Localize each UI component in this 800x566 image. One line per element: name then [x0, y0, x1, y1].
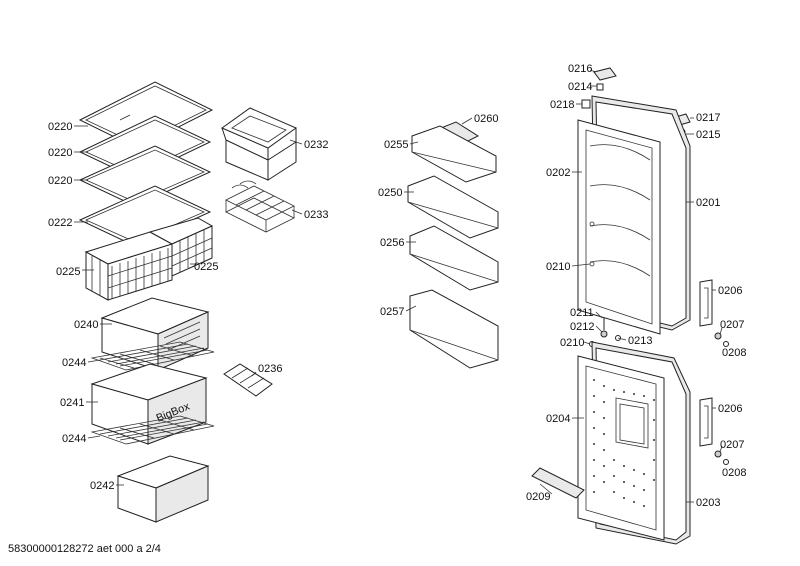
label-0202: 0202 — [546, 167, 570, 179]
label-0218: 0218 — [550, 99, 574, 111]
label-0206-b: 0206 — [718, 403, 742, 415]
door-trim-strip — [531, 467, 585, 499]
label-0211: 0211 — [570, 307, 594, 319]
label-0250: 0250 — [378, 187, 402, 199]
label-0210-a: 0210 — [546, 261, 570, 273]
label-0208-a: 0208 — [722, 347, 746, 359]
door-balcony-0256 — [409, 225, 499, 291]
door-balcony-0255 — [411, 125, 497, 183]
drawer-0242 — [116, 455, 210, 523]
drawer-0240 — [100, 297, 210, 371]
drawer-rail-upper — [90, 341, 215, 371]
screw-upper — [714, 332, 729, 347]
lower-door-gasket — [577, 355, 665, 541]
label-0241: 0241 — [60, 397, 84, 409]
label-0256: 0256 — [380, 237, 404, 249]
label-0225-a: 0225 — [56, 266, 80, 278]
handle-lower — [699, 397, 713, 447]
label-0210-b: 0210 — [560, 337, 584, 349]
leader-lines — [74, 69, 723, 503]
label-0255: 0255 — [384, 139, 408, 151]
screw-lower — [714, 450, 729, 465]
hinge-pin — [596, 83, 604, 91]
label-0236: 0236 — [258, 363, 282, 375]
label-0222: 0222 — [48, 217, 72, 229]
label-0216: 0216 — [568, 63, 592, 75]
part-labels: 0220 0220 0220 0222 0225 0225 0232 0233 … — [48, 63, 746, 509]
glass-shelf-4 — [78, 185, 212, 247]
label-0208-b: 0208 — [722, 467, 746, 479]
label-0244-a: 0244 — [62, 357, 86, 369]
label-0207-b: 0207 — [720, 439, 744, 451]
label-0220-c: 0220 — [48, 175, 72, 187]
label-0220-a: 0220 — [48, 121, 72, 133]
wire-basket-right — [148, 217, 214, 277]
label-0217: 0217 — [696, 112, 720, 124]
label-0220-b: 0220 — [48, 147, 72, 159]
glass-shelf-3 — [78, 145, 212, 207]
label-0207-a: 0207 — [720, 319, 744, 331]
door-balcony-0257 — [409, 289, 499, 369]
label-0260: 0260 — [474, 113, 498, 125]
label-0209: 0209 — [526, 491, 550, 503]
wire-rack — [225, 180, 295, 233]
label-0204: 0204 — [546, 413, 570, 425]
hinge-cover — [593, 67, 617, 81]
label-0257: 0257 — [380, 306, 404, 318]
label-0242: 0242 — [90, 480, 114, 492]
label-0233: 0233 — [304, 209, 328, 221]
label-0215: 0215 — [696, 129, 720, 141]
egg-tray-box — [220, 107, 298, 181]
label-0225-b: 0225 — [194, 261, 218, 273]
wire-basket-left — [84, 231, 174, 301]
label-0213: 0213 — [628, 335, 652, 347]
label-0201: 0201 — [696, 197, 720, 209]
drawer-0241: BigBox — [90, 363, 208, 445]
label-0214: 0214 — [568, 81, 592, 93]
label-0244-b: 0244 — [62, 433, 86, 445]
upper-door-gasket — [577, 119, 661, 335]
door-balcony-0250 — [407, 175, 499, 239]
label-0212: 0212 — [570, 321, 594, 333]
label-0206-a: 0206 — [718, 285, 742, 297]
hinge-part-0218 — [581, 99, 591, 109]
handle-upper — [699, 279, 713, 327]
label-0240: 0240 — [74, 319, 98, 331]
label-0232: 0232 — [304, 139, 328, 151]
label-0203: 0203 — [696, 497, 720, 509]
document-code: 58300000128272 aet 000 a 2/4 — [8, 543, 161, 555]
drawer-rail-lower — [90, 415, 215, 445]
